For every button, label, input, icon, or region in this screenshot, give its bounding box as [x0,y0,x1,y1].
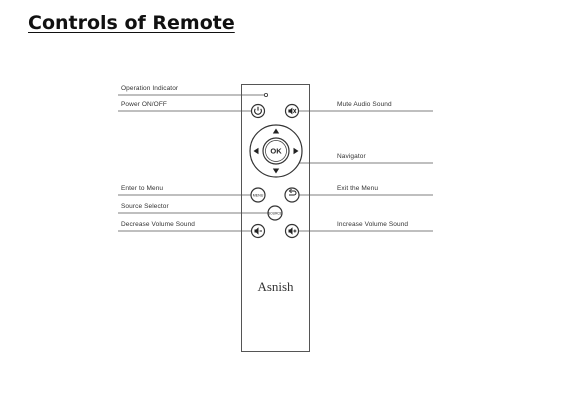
callout-enter-menu: Enter to Menu [121,185,164,192]
callout-operation-indicator: Operation Indicator [121,85,179,92]
volume-down-icon [254,227,262,235]
source-label: SOURCE [268,211,282,215]
led-indicator-icon [263,93,268,98]
arrow-left-icon [253,147,259,155]
ok-button [262,137,290,165]
arrow-up-icon [272,128,280,134]
exit-button [284,187,300,203]
volume-up-button [284,223,300,239]
page-title: Controls of Remote [28,12,235,34]
menu-label: MENU [253,194,264,198]
remote-brand: Asnish [257,279,294,294]
volume-up-icon [288,227,297,235]
volume-down-button [250,223,266,239]
callout-power: Power ON/OFF [121,101,167,108]
arrow-down-icon [272,168,280,174]
menu-button [250,187,266,203]
power-button [250,103,266,119]
navigator-pad [249,124,303,178]
return-icon [289,190,297,196]
mute-button [284,103,300,119]
callout-source-selector: Source Selector [121,203,169,210]
callout-exit-menu: Exit the Menu [337,185,379,192]
source-button [267,205,283,221]
callout-navigator: Navigator [337,153,366,160]
callout-mute: Mute Audio Sound [337,101,392,108]
arrow-right-icon [293,147,299,155]
ok-label: OK [270,146,282,155]
power-icon [254,108,262,115]
callout-increase-volume: Increase Volume Sound [337,221,409,228]
mute-icon [288,107,297,115]
callout-decrease-volume: Decrease Volume Sound [121,221,196,228]
